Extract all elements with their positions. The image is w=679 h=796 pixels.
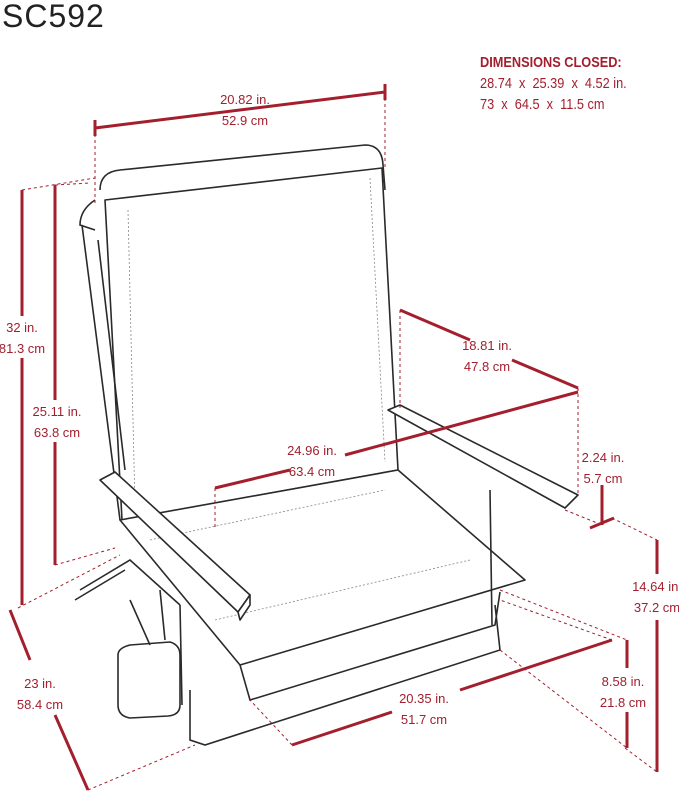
dim-arm-length	[399, 308, 579, 390]
arm-length-cm: 47.8 cm	[464, 359, 510, 374]
back-width-cm: 52.9 cm	[222, 113, 268, 128]
total-height-in: 32 in.	[6, 320, 38, 335]
model-title: SC592	[2, 0, 105, 34]
total-height-cm: 81.3 cm	[0, 341, 45, 356]
depth-cm: 58.4 cm	[17, 697, 63, 712]
seat-width-cm: 51.7 cm	[401, 712, 447, 727]
dim-depth	[8, 609, 90, 791]
dimension-lines	[8, 84, 659, 791]
dim-back-width	[94, 90, 386, 130]
seat-width-in: 20.35 in.	[399, 691, 449, 706]
arm-height-in: 14.64 in.	[632, 579, 679, 594]
dim-seat-width	[291, 638, 613, 747]
arm-thickness-in: 2.24 in.	[582, 450, 625, 465]
closed-inches: 28.74 x 25.39 x 4.52 in.	[480, 75, 627, 92]
closed-heading: DIMENSIONS CLOSED:	[480, 54, 622, 71]
arm-length-in: 18.81 in.	[462, 338, 512, 353]
back-height-cm: 63.8 cm	[34, 425, 80, 440]
seat-height-in: 8.58 in.	[602, 674, 645, 689]
dim-arm-thickness	[589, 485, 615, 530]
depth-in: 23 in.	[24, 676, 56, 691]
extension-lines	[17, 92, 658, 791]
back-height-in: 25.11 in.	[33, 404, 82, 419]
seat-height-cm: 21.8 cm	[600, 695, 646, 710]
dimension-labels: 20.82 in. 52.9 cm 32 in. 81.3 cm 25.11 i…	[0, 92, 679, 727]
back-width-in: 20.82 in.	[220, 92, 270, 107]
dim-total-width	[214, 390, 579, 490]
arm-thickness-cm: 5.7 cm	[583, 471, 622, 486]
closed-dimensions: DIMENSIONS CLOSED: 28.74 x 25.39 x 4.52 …	[480, 52, 627, 115]
total-width-cm: 63.4 cm	[289, 464, 335, 479]
total-width-in: 24.96 in.	[287, 443, 337, 458]
arm-height-cm: 37.2 cm	[634, 600, 679, 615]
closed-cm: 73 x 64.5 x 11.5 cm	[480, 96, 605, 113]
